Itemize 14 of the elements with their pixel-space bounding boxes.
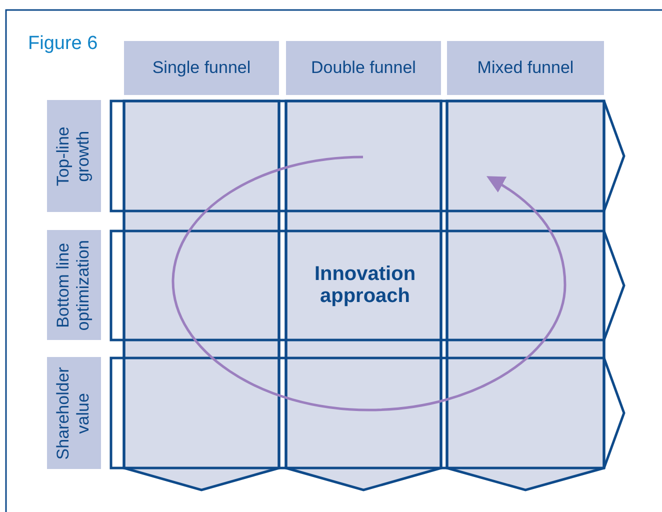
- header-text: Shareholder value: [54, 366, 94, 462]
- header-text: Double funnel: [310, 58, 417, 78]
- center-label: Innovation approach: [313, 263, 417, 307]
- header-text: Mixed funnel: [476, 58, 575, 78]
- header-text: Bottom line optimization: [54, 238, 94, 332]
- header-text: Single funnel: [151, 58, 252, 78]
- figure-title: Figure 6: [28, 33, 98, 55]
- row-header: [47, 230, 101, 340]
- row-header: [47, 100, 101, 212]
- column-header: [286, 41, 441, 95]
- row-header: [47, 357, 101, 469]
- column-header: [124, 41, 279, 95]
- header-text: Top-line growth: [54, 125, 94, 188]
- column-header: [447, 41, 604, 95]
